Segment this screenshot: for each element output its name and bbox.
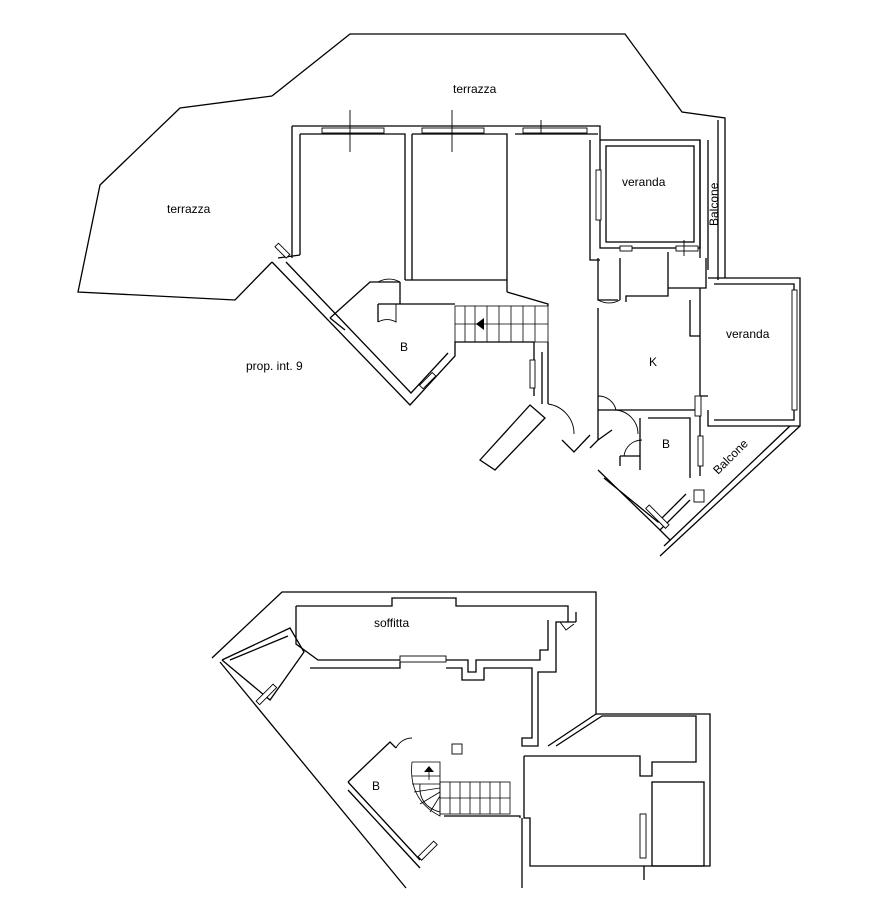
staircase-attic — [411, 761, 521, 818]
bath-attic-label: B — [372, 779, 380, 793]
balcone-diagonal-label: Balcone — [710, 436, 751, 477]
stair-arrow-up-icon — [424, 766, 434, 772]
bath-right-label: B — [662, 437, 670, 451]
veranda-right-label: veranda — [726, 327, 770, 341]
prop-note-label: prop. int. 9 — [246, 359, 303, 373]
staircase-upper — [454, 305, 549, 343]
kitchen-label: K — [649, 355, 657, 369]
bath-left-label: B — [400, 340, 408, 354]
veranda-top-block — [595, 139, 701, 256]
building-outer-wall — [291, 125, 601, 258]
soffitta-label: soffitta — [374, 616, 409, 630]
stair-arrow-icon — [476, 318, 484, 330]
terrazza-top-label: terrazza — [453, 82, 497, 96]
main-floor-plan — [77, 33, 801, 557]
balcone-vertical-label: Balcone — [707, 182, 721, 226]
attic-floor-plan — [211, 591, 711, 889]
veranda-top-label: veranda — [622, 175, 666, 189]
terrace-top-outline — [271, 33, 726, 278]
terrazza-left-label: terrazza — [167, 202, 211, 216]
veranda-right-block — [694, 277, 801, 427]
